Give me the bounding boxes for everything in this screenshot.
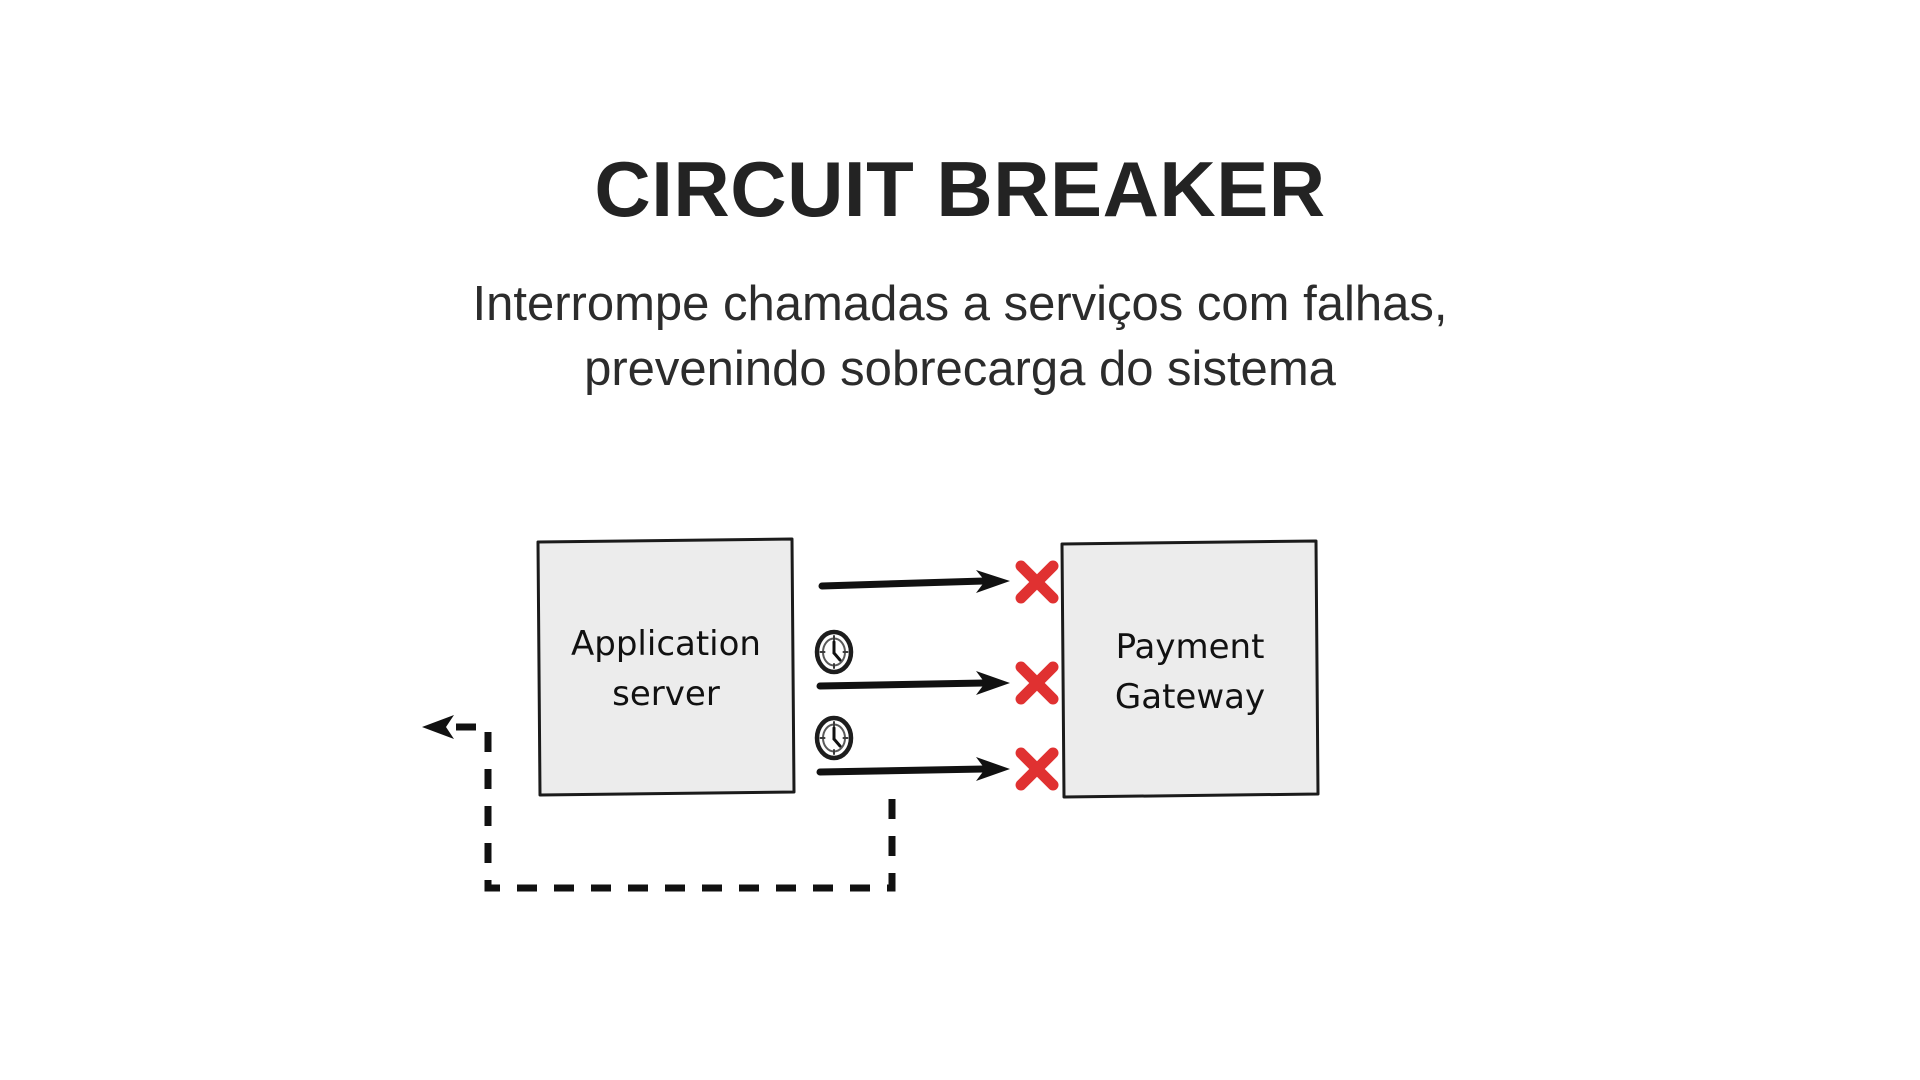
call-2-x-mark-icon — [1015, 661, 1059, 705]
call-1-arrow-line — [818, 577, 988, 590]
arrow-left-icon — [422, 715, 454, 739]
arrow-right-icon — [976, 757, 1010, 781]
x-mark-stroke-b — [1015, 747, 1059, 791]
application-server-box-fill — [538, 539, 794, 795]
call-1-x-mark-icon — [1015, 560, 1059, 604]
node-payment-gateway[interactable]: Payment Gateway — [1060, 539, 1320, 799]
arrow-right-icon — [976, 570, 1010, 593]
payment-gateway-label-line-2: Gateway — [1115, 677, 1265, 717]
application-server-box-border — [536, 537, 796, 797]
call-2[interactable] — [814, 629, 1059, 705]
arrow-right-icon — [976, 671, 1010, 695]
header: CIRCUIT BREAKER Interrompe chamadas a se… — [0, 0, 1920, 401]
payment-gateway-label-line-1: Payment — [1116, 627, 1265, 667]
call-1[interactable] — [818, 560, 1059, 604]
page-subtitle: Interrompe chamadas a serviços com falha… — [0, 228, 1920, 401]
payment-gateway-box-fill — [1062, 541, 1318, 797]
fallback-path[interactable] — [422, 715, 896, 892]
application-server-label-line-2: server — [612, 674, 720, 714]
clock-icon — [814, 629, 854, 675]
node-application-server[interactable]: Application server — [536, 537, 796, 797]
payment-gateway-box-border — [1060, 539, 1320, 799]
diagram-svg: Application server Payment Gateway — [422, 537, 1320, 892]
x-mark-stroke-b — [1015, 560, 1059, 604]
call-3-arrow-line — [816, 765, 988, 776]
circuit-breaker-diagram: Application server Payment Gateway — [0, 500, 1920, 930]
subtitle-line-2: prevenindo sobrecarga do sistema — [584, 341, 1336, 396]
subtitle-line-1: Interrompe chamadas a serviços com falha… — [472, 277, 1448, 331]
page-title: CIRCUIT BREAKER — [594, 145, 1326, 233]
call-3-x-mark-icon — [1015, 747, 1059, 791]
application-server-label-line-1: Application — [571, 624, 761, 664]
clock-icon — [814, 715, 854, 761]
call-2-arrow-line — [816, 679, 988, 690]
x-mark-stroke-b — [1015, 661, 1059, 705]
fallback-path-line — [446, 723, 896, 892]
call-3[interactable] — [814, 715, 1059, 791]
